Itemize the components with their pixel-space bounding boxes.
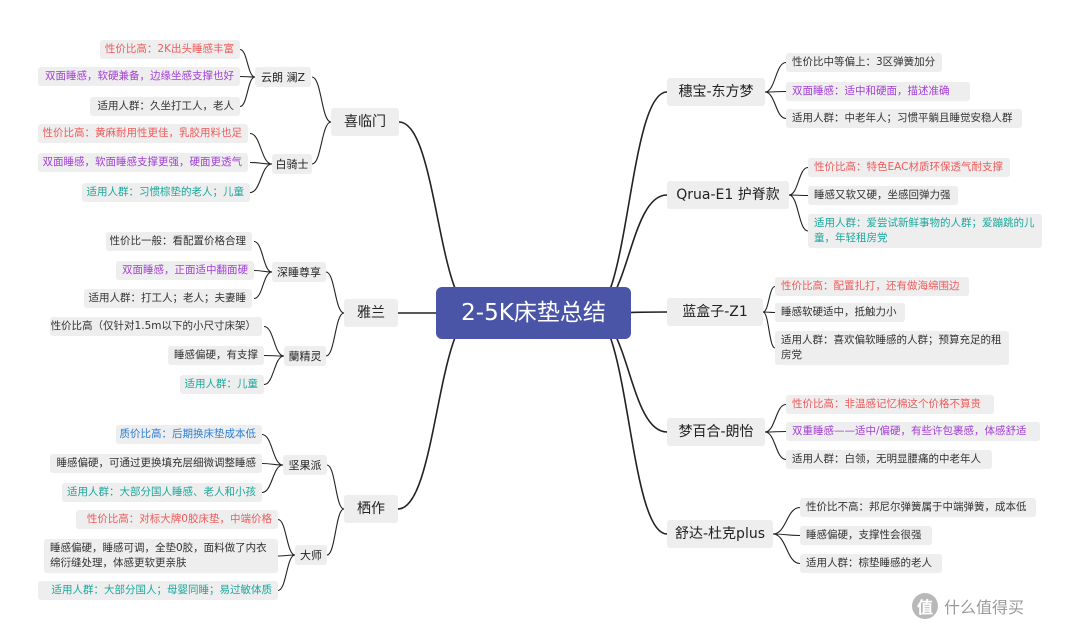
leaf-note: 性价比一般：看配置价格合理	[106, 232, 252, 251]
leaf-connector	[772, 506, 801, 565]
leaf-connector	[762, 285, 776, 349]
leaf-connector	[788, 166, 809, 232]
leaf-note: 性价比高：非温感记忆棉这个价格不算贵	[786, 395, 994, 414]
leaf-note: 适用人群：棕垫睡感的老人	[800, 554, 942, 573]
leaf-note: 适用人群：大部分国人；母婴同睡；易过敏体质	[38, 581, 278, 600]
leaf-note: 适用人群：白领，无明显腰痛的中老年人	[786, 450, 992, 469]
leaf-note: 适用人群：喜欢偏软睡感的人群；预算充足的租房党	[775, 331, 1009, 365]
leaf-note: 适用人群：儿童	[180, 375, 264, 394]
leaf-note: 睡感又软又硬，坐感回弹力强	[808, 186, 958, 205]
watermark-logo-icon: 值	[912, 593, 938, 619]
leaf-note: 双面睡感，软硬兼备，边缘坐感支撑也好	[38, 67, 240, 86]
leaf-note: 适用人群：打工人；老人；夫妻睡	[84, 289, 252, 308]
branch-node: 雅兰	[344, 299, 398, 327]
branch-connector	[590, 91, 668, 314]
leaf-note: 适用人群：久坐打工人，老人	[90, 97, 240, 116]
sub-node: 白骑士	[272, 154, 312, 174]
leaf-connector	[239, 48, 256, 108]
sub-node: 大师	[295, 545, 327, 565]
sub-connector	[326, 464, 345, 556]
branch-node: 蓝盒子-Z1	[667, 298, 763, 326]
branch-node: 栖作	[344, 495, 398, 523]
branch-node: 穗宝-东方梦	[667, 78, 765, 106]
leaf-note: 性价比高：黄麻耐用性更佳，乳胶用料也足	[38, 124, 248, 143]
branch-node: 梦百合-朗怡	[667, 418, 765, 446]
leaf-note: 适用人群：中老年人；习惯平躺且睡觉安稳人群	[786, 109, 1022, 128]
branch-node: 喜临门	[331, 108, 399, 136]
leaf-note: 适用人群：大部分国人睡感、老人和小孩	[62, 483, 262, 502]
leaf-note: 睡感软硬适中，抵触力小	[775, 303, 905, 322]
leaf-note: 质价比高：后期换床垫成本低	[116, 425, 262, 444]
branch-connector	[590, 312, 668, 535]
leaf-connector	[764, 61, 787, 120]
leaf-note: 双面睡感：适中和硬面，描述准确	[786, 82, 970, 101]
sub-node: 云朗 澜Z	[255, 67, 311, 87]
leaf-note: 适用人群：爱尝试新鲜事物的人群；爱蹦跳的儿童，年轻租房党	[808, 214, 1042, 248]
leaf-note: 性价比高：配置扎打，还有做海绵围边	[775, 277, 969, 296]
leaf-note: 性价比高（仅针对1.5m以下的小尺寸床架）	[50, 317, 262, 336]
leaf-connector	[249, 132, 273, 194]
watermark-text: 什么值得买	[944, 598, 1025, 617]
sub-node: 蘭精灵	[284, 346, 326, 366]
leaf-note: 性价比高：对标大牌0胶床垫，中端价格	[76, 510, 278, 529]
sub-connector	[325, 271, 345, 357]
leaf-note: 睡感偏硬，可通过更换填充层细微调整睡感	[50, 454, 262, 473]
center-title: 2-5K床垫总结	[436, 287, 631, 339]
leaf-connector	[764, 403, 787, 461]
leaf-note: 双面睡感，正面适中翻面硬	[116, 261, 254, 280]
leaf-note: 双重睡感——适中/偏硬，有些许包裹感，体感舒适	[786, 422, 1040, 441]
leaf-note: 性价比高：2K出头睡感丰富	[100, 40, 240, 59]
leaf-connector	[263, 325, 285, 386]
branch-node: Qrua-E1 护脊款	[667, 181, 789, 209]
leaf-note: 双面睡感，软面睡感支撑更强，硬面更透气	[38, 153, 248, 172]
leaf-note: 适用人群：习惯棕垫的老人；儿童	[82, 183, 250, 202]
leaf-note: 性价比不高：邦尼尔弹簧属于中端弹簧，成本低	[800, 498, 1036, 517]
leaf-connector	[253, 240, 273, 300]
sub-connector	[311, 76, 332, 165]
sub-node: 深睡尊享	[272, 262, 326, 282]
sub-node: 坚果派	[283, 455, 327, 475]
leaf-note: 性价比中等偏上：3区弹簧加分	[786, 53, 942, 72]
leaf-note: 睡感偏硬，睡感可调，全垫0胶，面料做了内衣绵衍缝处理，体感更软更亲肤	[44, 539, 278, 573]
watermark: 值 什么值得买	[912, 591, 1024, 621]
leaf-note: 性价比高：特色EAC材质环保透气耐支撑	[808, 158, 1010, 177]
leaf-note: 睡感偏硬，支撑性会很强	[800, 526, 932, 545]
branch-connector	[398, 121, 477, 314]
leaf-connector	[261, 433, 284, 494]
branch-node: 舒达-杜克plus	[667, 520, 773, 548]
branch-connector	[397, 312, 477, 510]
leaf-note: 睡感偏硬，有支撑	[168, 346, 264, 365]
leaf-connector	[277, 518, 296, 592]
